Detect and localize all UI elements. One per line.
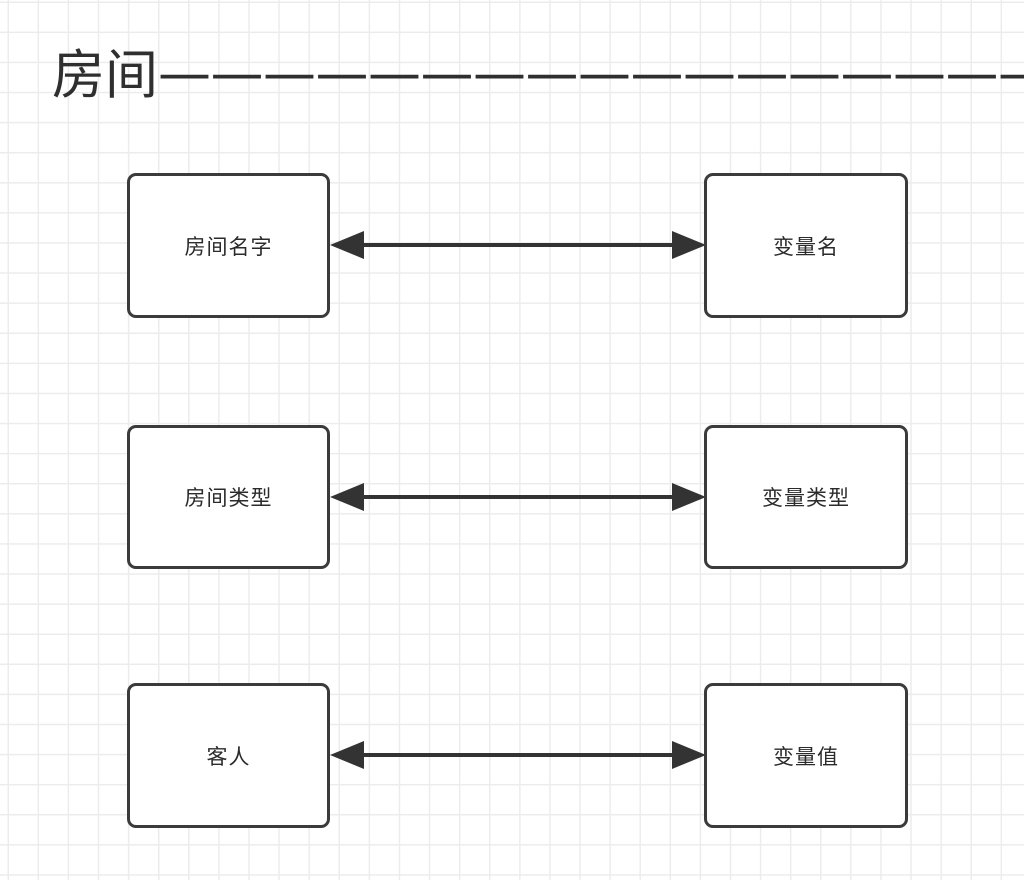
node-variable-name[interactable]: 变量名 <box>704 173 908 318</box>
node-label: 变量名 <box>773 234 839 259</box>
node-label: 房间名字 <box>184 234 273 259</box>
node-label: 房间类型 <box>184 486 273 510</box>
node-guest[interactable]: 客人 <box>127 683 330 828</box>
node-room-type[interactable]: 房间类型 <box>127 425 330 569</box>
node-label: 客人 <box>206 744 251 769</box>
connector-row-1 <box>330 225 706 265</box>
node-variable-value[interactable]: 变量值 <box>704 683 908 828</box>
double-arrow-icon <box>330 483 706 511</box>
node-label: 变量类型 <box>762 486 850 510</box>
title-left-word: 房间 <box>52 45 158 106</box>
node-variable-type[interactable]: 变量类型 <box>704 425 908 569</box>
double-arrow-icon <box>330 231 706 259</box>
diagram-title: 房间 —————————————————— 变量 <box>52 44 1024 108</box>
double-arrow-icon <box>330 741 706 769</box>
node-room-name[interactable]: 房间名字 <box>127 173 330 318</box>
connector-row-2 <box>330 477 706 517</box>
node-label: 变量值 <box>773 744 839 769</box>
title-dash-connector: —————————————————— <box>158 43 1024 104</box>
connector-row-3 <box>330 735 706 775</box>
